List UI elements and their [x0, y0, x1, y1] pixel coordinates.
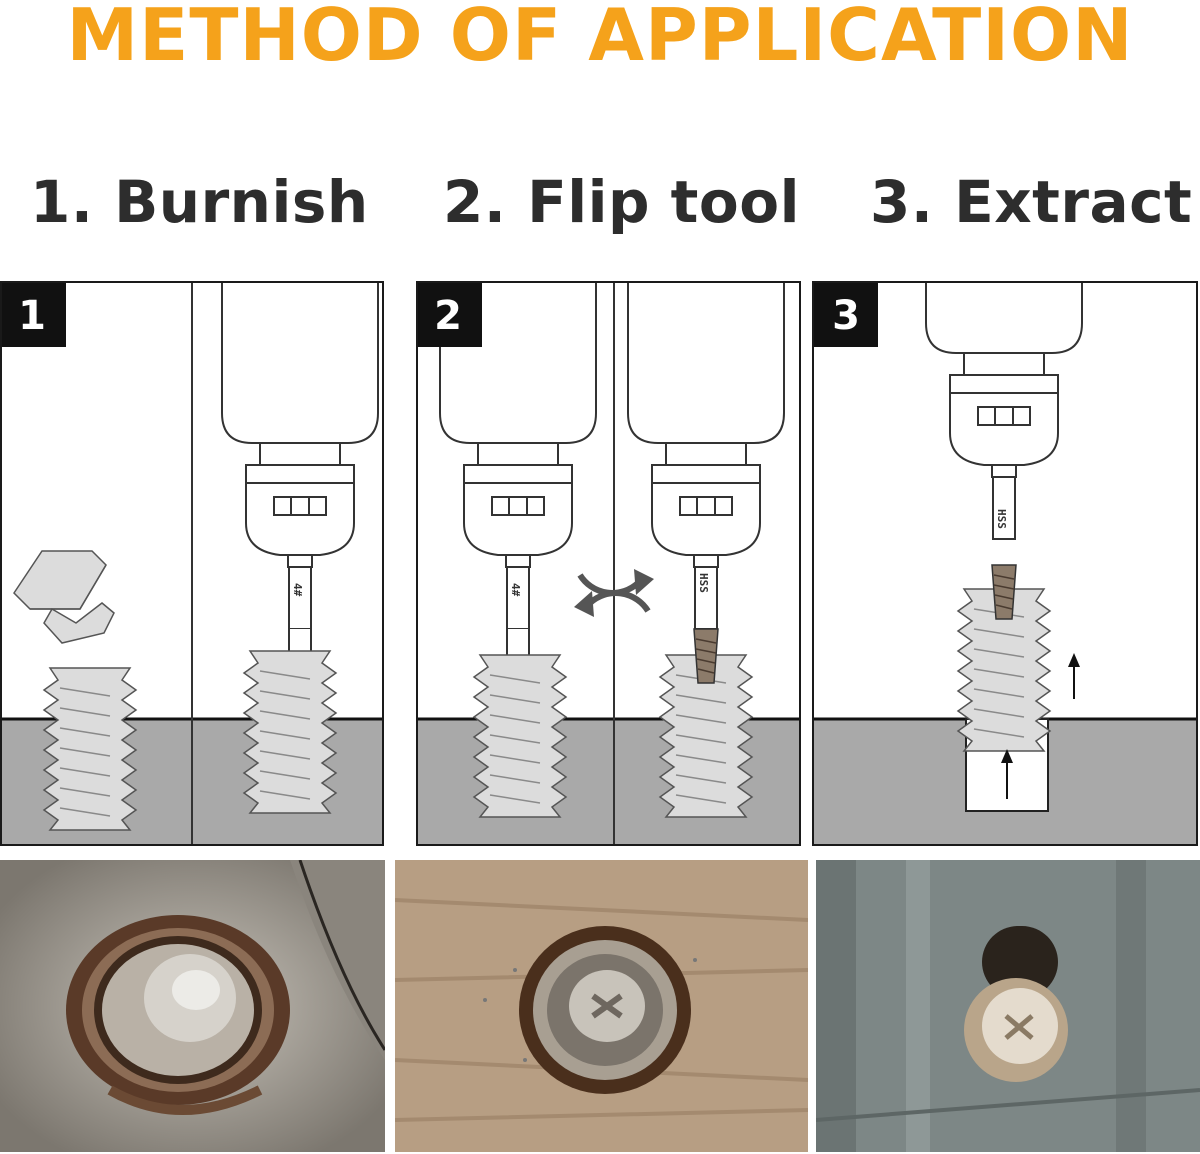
bit-mark: 4#	[509, 583, 522, 597]
step-badge-1: 1	[18, 293, 46, 339]
step-2-heading: 2. Flip tool	[443, 168, 800, 236]
screw-shank	[243, 650, 337, 814]
bit-mark: HSS	[697, 573, 710, 593]
bit-mark: HSS	[995, 509, 1008, 529]
drill-icon	[925, 283, 1083, 540]
photo-drilled-screw	[395, 860, 808, 1152]
flip-arrows-icon	[577, 573, 651, 613]
screw-shank	[43, 667, 137, 831]
extractor-bit	[693, 628, 719, 684]
step-2-diagram: 4# HSS 2	[416, 281, 801, 846]
up-arrow-icon	[1068, 653, 1080, 699]
step-badge-3: 3	[832, 293, 860, 339]
step-badge-2: 2	[434, 293, 462, 339]
photo-burnished-screw	[0, 860, 385, 1152]
step-1-heading: 1. Burnish	[30, 168, 369, 236]
screw-shank	[473, 654, 567, 818]
step-3-diagram: HSS 3	[812, 281, 1198, 846]
page-title: METHOD OF APPLICATION	[66, 0, 1134, 77]
drill-icon	[221, 283, 379, 697]
broken-screw-head	[13, 550, 115, 644]
bit-mark: 4#	[291, 583, 304, 597]
step-1-diagram: 4# 1	[0, 281, 384, 846]
extractor-bit	[991, 564, 1017, 620]
up-arrow-icon	[1001, 749, 1013, 799]
photo-extracted-screw	[816, 860, 1200, 1152]
step-3-heading: 3. Extract	[870, 168, 1193, 236]
